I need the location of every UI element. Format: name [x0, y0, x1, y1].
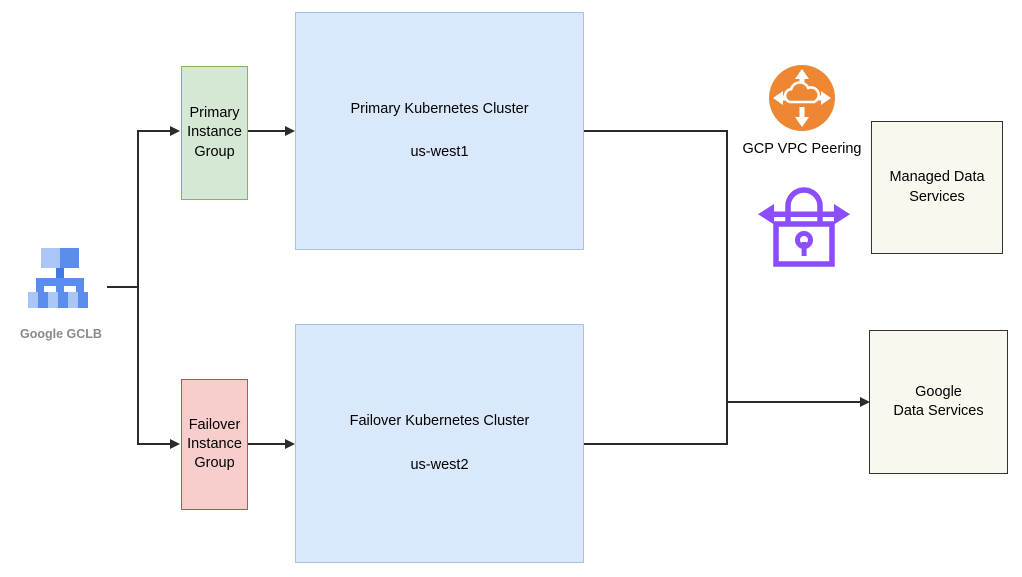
vpc-peering-icon — [769, 65, 835, 131]
failover-ig-line2: Instance — [187, 435, 242, 452]
failover-cluster-name: Failover Kubernetes Cluster — [349, 413, 530, 430]
google-data-services-node[interactable]: Google Data Services — [869, 330, 1008, 474]
failover-ig-line1: Failover — [188, 416, 241, 433]
vpc-peering-icon-wrap — [768, 64, 836, 132]
edge-cluster-merge-column — [726, 130, 728, 445]
edge-primary-ig-to-cluster — [248, 130, 288, 132]
primary-instance-group-node[interactable]: Primary Instance Group — [181, 66, 248, 200]
failover-ig-line3: Group — [194, 455, 235, 472]
edge-failover-ig-to-cluster — [248, 443, 288, 445]
failover-cluster-region: us-west2 — [410, 456, 469, 473]
primary-cluster-name: Primary Kubernetes Cluster — [350, 100, 529, 117]
primary-ig-line2: Instance — [187, 124, 242, 141]
edge-gclb-to-primary-ig — [137, 130, 172, 132]
arrow-failover-ig-to-cluster — [285, 438, 295, 449]
gclb-icon-wrap — [22, 248, 98, 308]
vpn-lock-icon — [758, 187, 850, 267]
managed-data-services-node[interactable]: Managed Data Services — [871, 121, 1003, 254]
arrow-gclb-to-primary-ig — [170, 125, 180, 136]
google-data-services-line2: Data Services — [893, 403, 984, 419]
managed-data-services-line2: Services — [909, 188, 965, 205]
primary-ig-line1: Primary — [189, 105, 240, 122]
google-data-services-line1: Google — [915, 383, 962, 400]
managed-data-services-line1: Managed Data — [889, 169, 985, 186]
edge-primary-cluster-out — [584, 130, 728, 132]
primary-cluster-region: us-west1 — [410, 144, 469, 160]
vpn-lock-icon-wrap — [758, 172, 850, 268]
failover-kubernetes-cluster-node[interactable]: Failover Kubernetes Cluster us-west2 — [295, 324, 584, 563]
edge-gclb-to-failover-ig — [137, 443, 172, 445]
gclb-label: Google GCLB — [20, 327, 102, 341]
edge-gclb-split-column — [137, 131, 139, 444]
primary-kubernetes-cluster-node[interactable]: Primary Kubernetes Cluster us-west1 — [295, 12, 584, 250]
vpc-peering-label: GCP VPC Peering — [742, 141, 862, 157]
arrow-merge-to-google-data-services — [860, 396, 870, 407]
google-cloud-load-balancer-icon — [28, 248, 88, 308]
edge-gclb-trunk — [107, 286, 139, 288]
edge-failover-cluster-out — [584, 443, 728, 445]
primary-ig-line3: Group — [194, 143, 235, 160]
failover-instance-group-node[interactable]: Failover Instance Group — [181, 379, 248, 510]
edge-merge-to-google-data-services — [726, 401, 865, 403]
arrow-gclb-to-failover-ig — [170, 438, 180, 449]
arrow-primary-ig-to-cluster — [285, 125, 295, 136]
